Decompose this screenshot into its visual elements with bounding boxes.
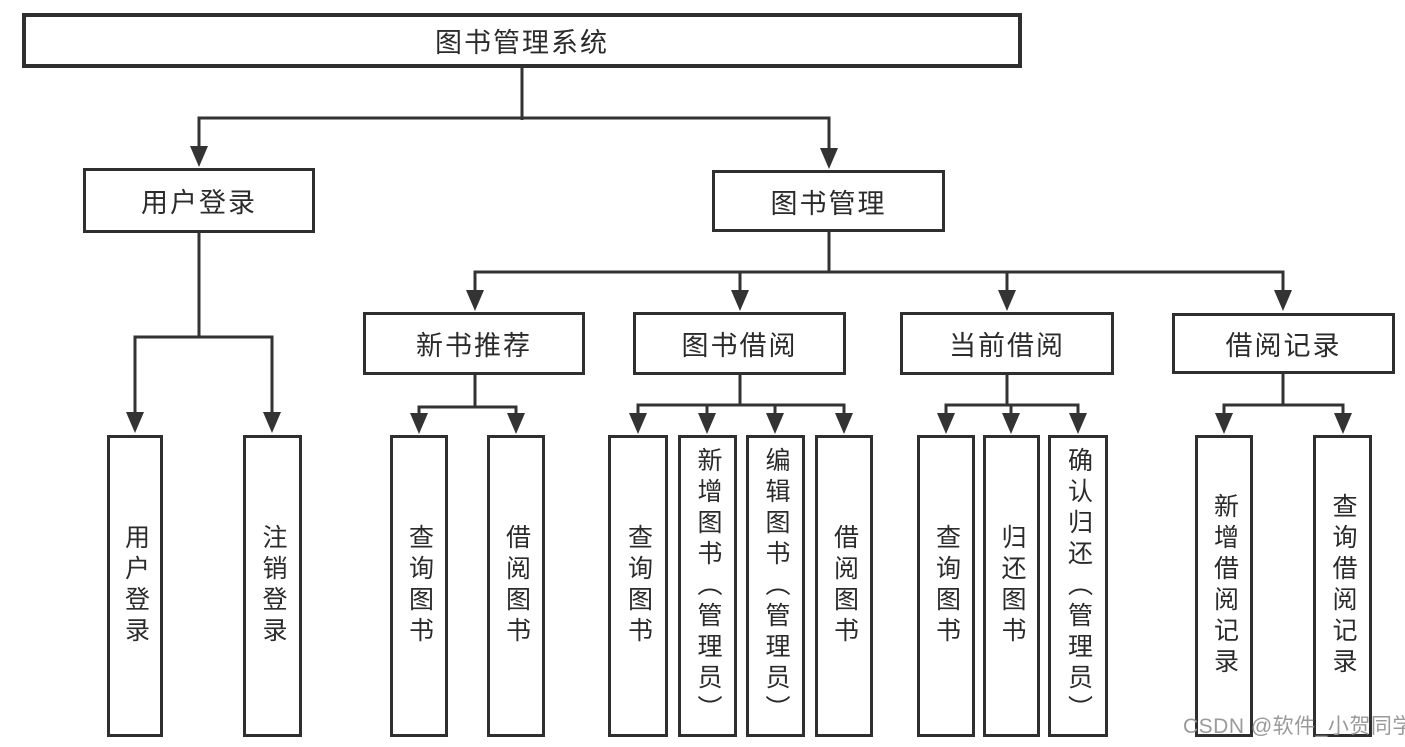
leaf-borrowing-add-books-admin: 新增图书（管理员） <box>678 435 737 737</box>
node-label: 图书管理系统 <box>435 28 609 58</box>
leaf-recommend-borrow-books: 借阅图书 <box>487 435 545 737</box>
leaf-label: 查询图书 <box>624 524 653 648</box>
node-label: 图书借阅 <box>681 331 798 361</box>
leaf-borrowing-borrow-books: 借阅图书 <box>815 435 873 737</box>
node-label: 新书推荐 <box>416 331 532 361</box>
leaf-borrowing-query-books: 查询图书 <box>608 435 668 737</box>
leaf-label: 编辑图书（管理员） <box>762 446 790 726</box>
node-library-management-system: 图书管理系统 <box>22 13 1022 68</box>
leaf-label: 查询图书 <box>932 524 961 648</box>
arrowhead-icons <box>126 146 1352 434</box>
leaf-label: 归还图书 <box>998 524 1026 648</box>
leaf-user-login: 用户登录 <box>107 435 163 737</box>
leaf-label: 新增图书（管理员） <box>694 446 722 726</box>
node-user-login: 用户登录 <box>83 168 315 233</box>
leaf-label: 查询图书 <box>405 524 434 648</box>
leaf-label: 确认归还（管理员） <box>1064 446 1093 726</box>
leaf-label: 查询借阅记录 <box>1329 493 1357 679</box>
leaf-borrowing-edit-books-admin: 编辑图书（管理员） <box>746 435 805 737</box>
node-label: 图书管理 <box>770 188 887 219</box>
leaf-logout: 注销登录 <box>243 435 302 737</box>
node-current-borrowing: 当前借阅 <box>900 312 1114 375</box>
leaf-records-query-record: 查询借阅记录 <box>1313 435 1372 737</box>
leaf-current-return-books: 归还图书 <box>983 435 1040 737</box>
leaf-current-query-books: 查询图书 <box>917 435 975 737</box>
node-label: 借阅记录 <box>1225 331 1342 361</box>
leaf-recommend-query-books: 查询图书 <box>390 435 448 737</box>
node-new-book-recommendation: 新书推荐 <box>363 312 585 375</box>
leaf-label: 借阅图书 <box>830 524 859 648</box>
leaf-label: 新增借阅记录 <box>1210 493 1239 679</box>
node-book-management: 图书管理 <box>712 170 945 232</box>
node-book-borrowing: 图书借阅 <box>633 312 846 375</box>
node-label: 用户登录 <box>141 188 257 218</box>
leaf-label: 用户登录 <box>121 524 150 648</box>
leaf-current-confirm-return-admin: 确认归还（管理员） <box>1048 435 1108 737</box>
leaf-records-add-record: 新增借阅记录 <box>1195 435 1253 737</box>
csdn-watermark: CSDN @软件_小贺同学 <box>1183 715 1405 738</box>
leaf-label: 注销登录 <box>259 524 287 648</box>
leaf-label: 借阅图书 <box>502 524 531 648</box>
node-borrowing-records: 借阅记录 <box>1172 313 1395 374</box>
node-label: 当前借阅 <box>949 331 1065 361</box>
